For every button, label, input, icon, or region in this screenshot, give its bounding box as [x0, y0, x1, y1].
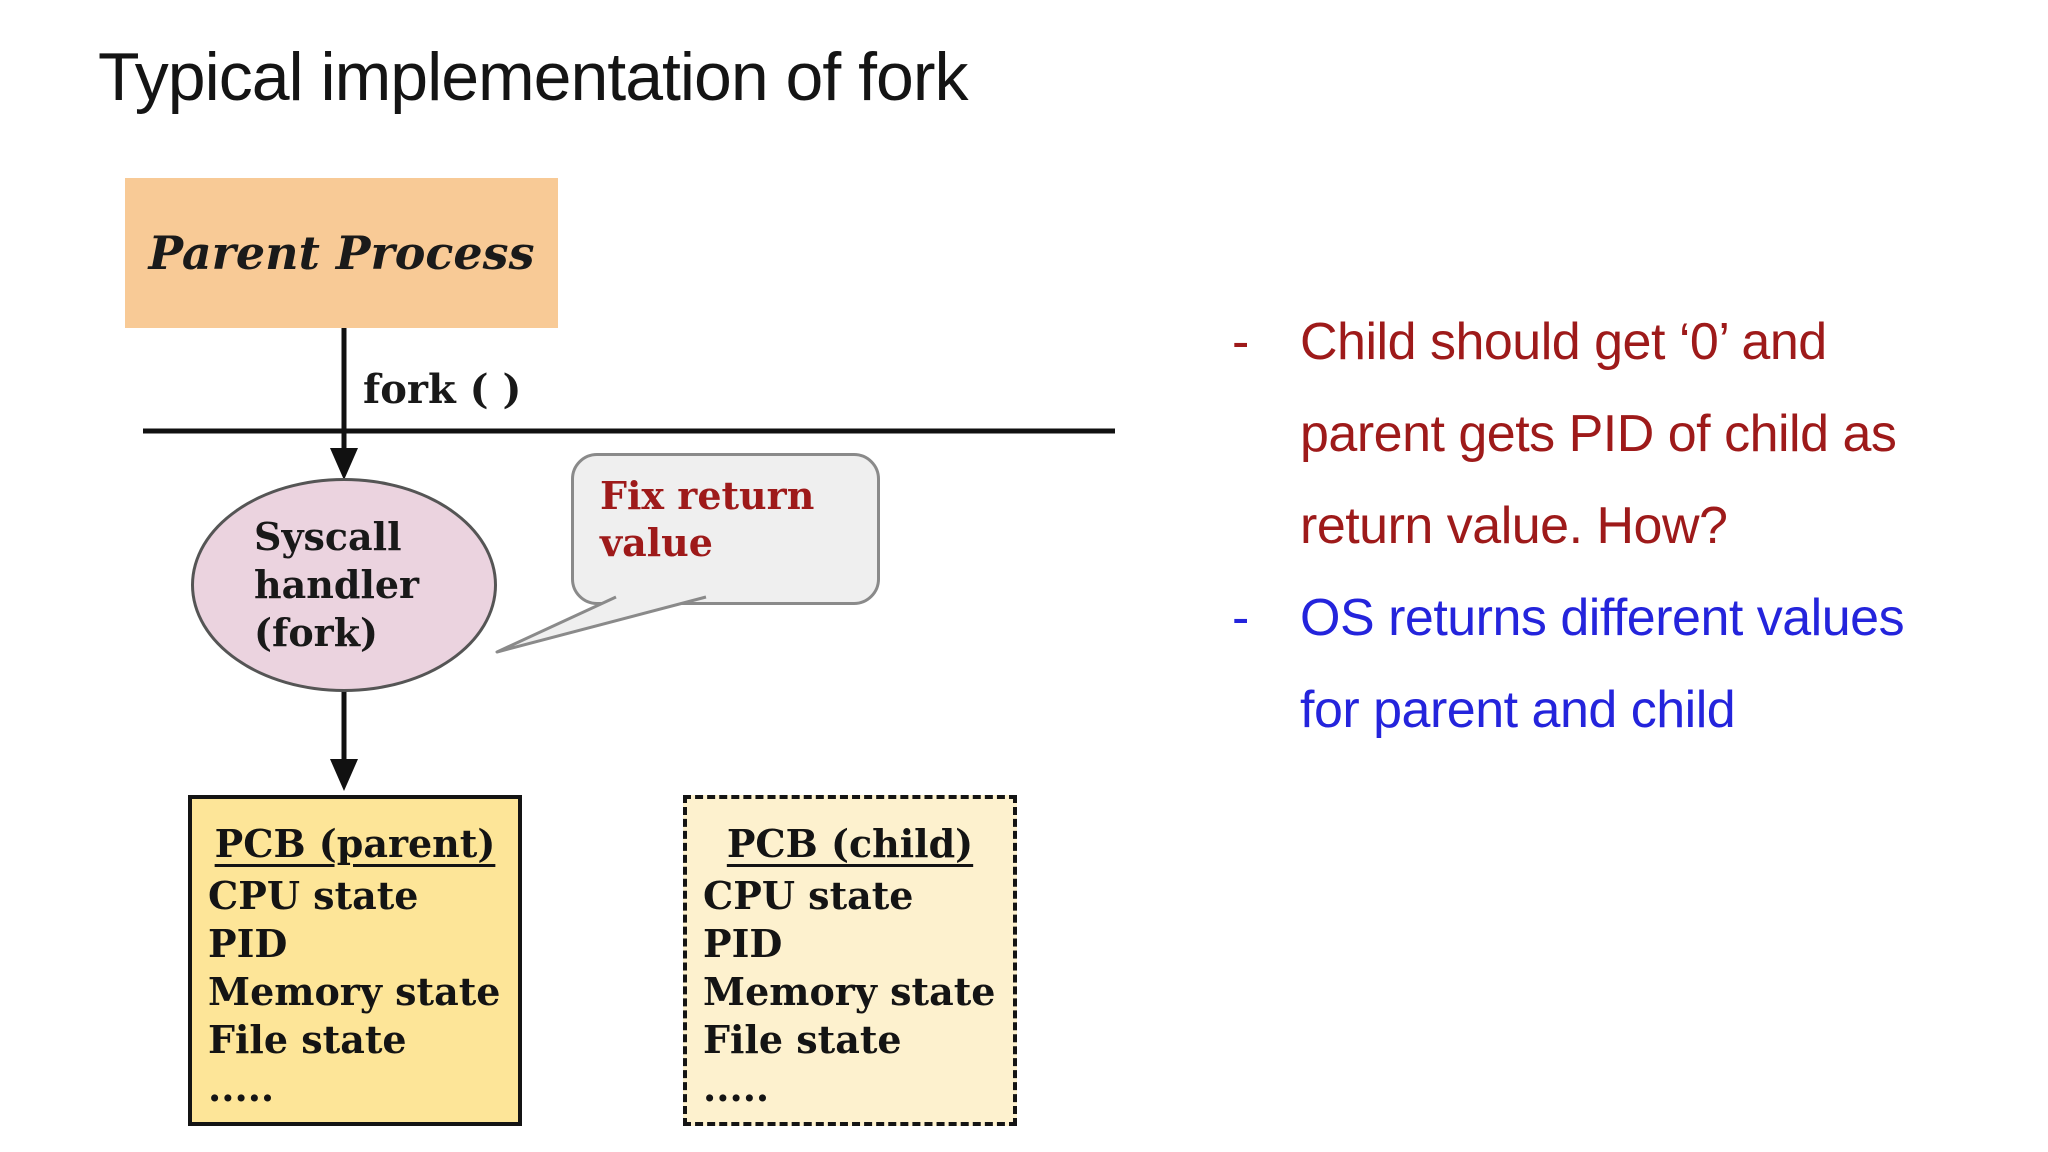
fork-arrowhead-icon	[330, 448, 358, 480]
pcb-parent-box: PCB (parent) CPU state PID Memory state …	[188, 795, 522, 1126]
pcb-parent-item: .....	[208, 1065, 275, 1110]
note-line: parent gets PID of child as	[1300, 405, 1897, 463]
pcb-arrowhead-icon	[330, 759, 358, 791]
fix-return-value-callout: Fix return value	[571, 453, 880, 605]
pcb-parent-item: Memory state	[208, 969, 501, 1014]
syscall-handler-ellipse: Syscall handler (fork)	[191, 478, 497, 692]
pcb-parent-item: PID	[208, 921, 288, 966]
notes-list: - Child should get ‘0’ and parent gets P…	[1232, 296, 2032, 756]
syscall-line-3: (fork)	[254, 610, 379, 655]
syscall-line-1: Syscall	[254, 514, 402, 559]
pcb-parent-items: CPU state PID Memory state File state ..…	[192, 872, 518, 1112]
note-line: return value. How?	[1300, 497, 1728, 555]
connector-lines	[143, 328, 1115, 791]
callout-tail-icon	[495, 595, 707, 654]
pcb-child-items: CPU state PID Memory state File state ..…	[687, 872, 1013, 1112]
note-line: for parent and child	[1300, 681, 1736, 739]
callout-line-2: value	[600, 520, 713, 565]
pcb-parent-item: File state	[208, 1017, 407, 1062]
note-text: Child should get ‘0’ and parent gets PID…	[1300, 296, 1897, 572]
parent-process-box: Parent Process	[125, 178, 558, 328]
pcb-child-item: Memory state	[703, 969, 996, 1014]
syscall-line-2: handler	[254, 562, 420, 607]
fork-call-label: fork ( )	[363, 366, 522, 413]
pcb-child-title: PCB (child)	[726, 821, 974, 866]
callout-line-1: Fix return	[600, 473, 815, 518]
pcb-child-item: .....	[703, 1065, 770, 1110]
note-os-returns-values: - OS returns different values for parent…	[1232, 572, 2032, 756]
syscall-handler-text: Syscall handler (fork)	[194, 513, 419, 657]
pcb-child-item: File state	[703, 1017, 902, 1062]
note-line: Child should get ‘0’ and	[1300, 313, 1827, 371]
page-title: Typical implementation of fork	[98, 39, 969, 115]
pcb-child-box: PCB (child) CPU state PID Memory state F…	[683, 795, 1017, 1126]
pcb-child-item: CPU state	[703, 873, 914, 918]
pcb-child-item: PID	[703, 921, 783, 966]
parent-process-label: Parent Process	[148, 226, 535, 280]
pcb-parent-item: CPU state	[208, 873, 419, 918]
pcb-parent-title: PCB (parent)	[214, 821, 496, 866]
bullet-dash: -	[1232, 313, 1249, 371]
bullet-dash: -	[1232, 589, 1249, 647]
note-text: OS returns different values for parent a…	[1300, 572, 1905, 756]
callout-text: Fix return value	[574, 456, 877, 566]
note-child-parent-return: - Child should get ‘0’ and parent gets P…	[1232, 296, 2032, 572]
note-line: OS returns different values	[1300, 589, 1905, 647]
